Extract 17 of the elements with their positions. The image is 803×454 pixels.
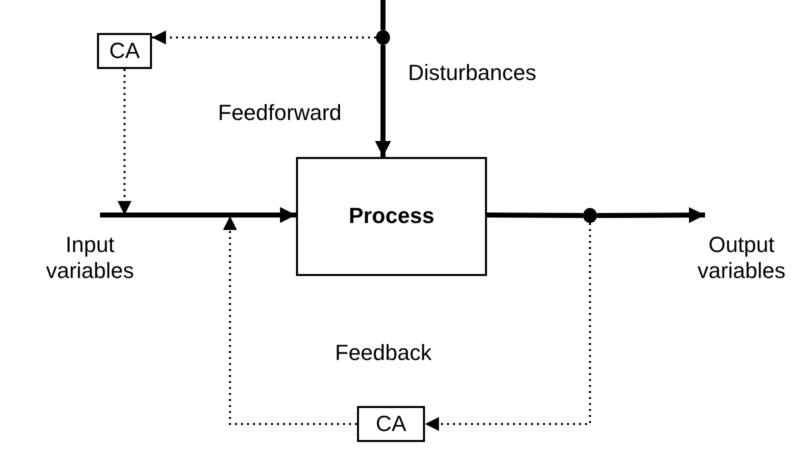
signal-arrow (152, 30, 376, 44)
output-label: Output variables (680, 232, 803, 284)
sensor-dot (583, 208, 597, 223)
signal-arrow (223, 216, 357, 425)
annotation-text: Feedback (335, 340, 432, 366)
flow-arrow (100, 207, 296, 223)
controller-box: CA (97, 33, 152, 69)
flow-arrow (597, 207, 705, 224)
annotation-text: Disturbances (408, 60, 536, 86)
annotation-text: Feedforward (218, 100, 342, 126)
flow-arrow (375, 45, 391, 157)
sensor-dot (376, 30, 390, 45)
controller-box: CA (357, 406, 425, 442)
input-label: Input variables (30, 232, 150, 284)
signal-arrow (425, 223, 591, 431)
process-box: Process (296, 157, 487, 276)
signal-arrow (118, 69, 132, 215)
